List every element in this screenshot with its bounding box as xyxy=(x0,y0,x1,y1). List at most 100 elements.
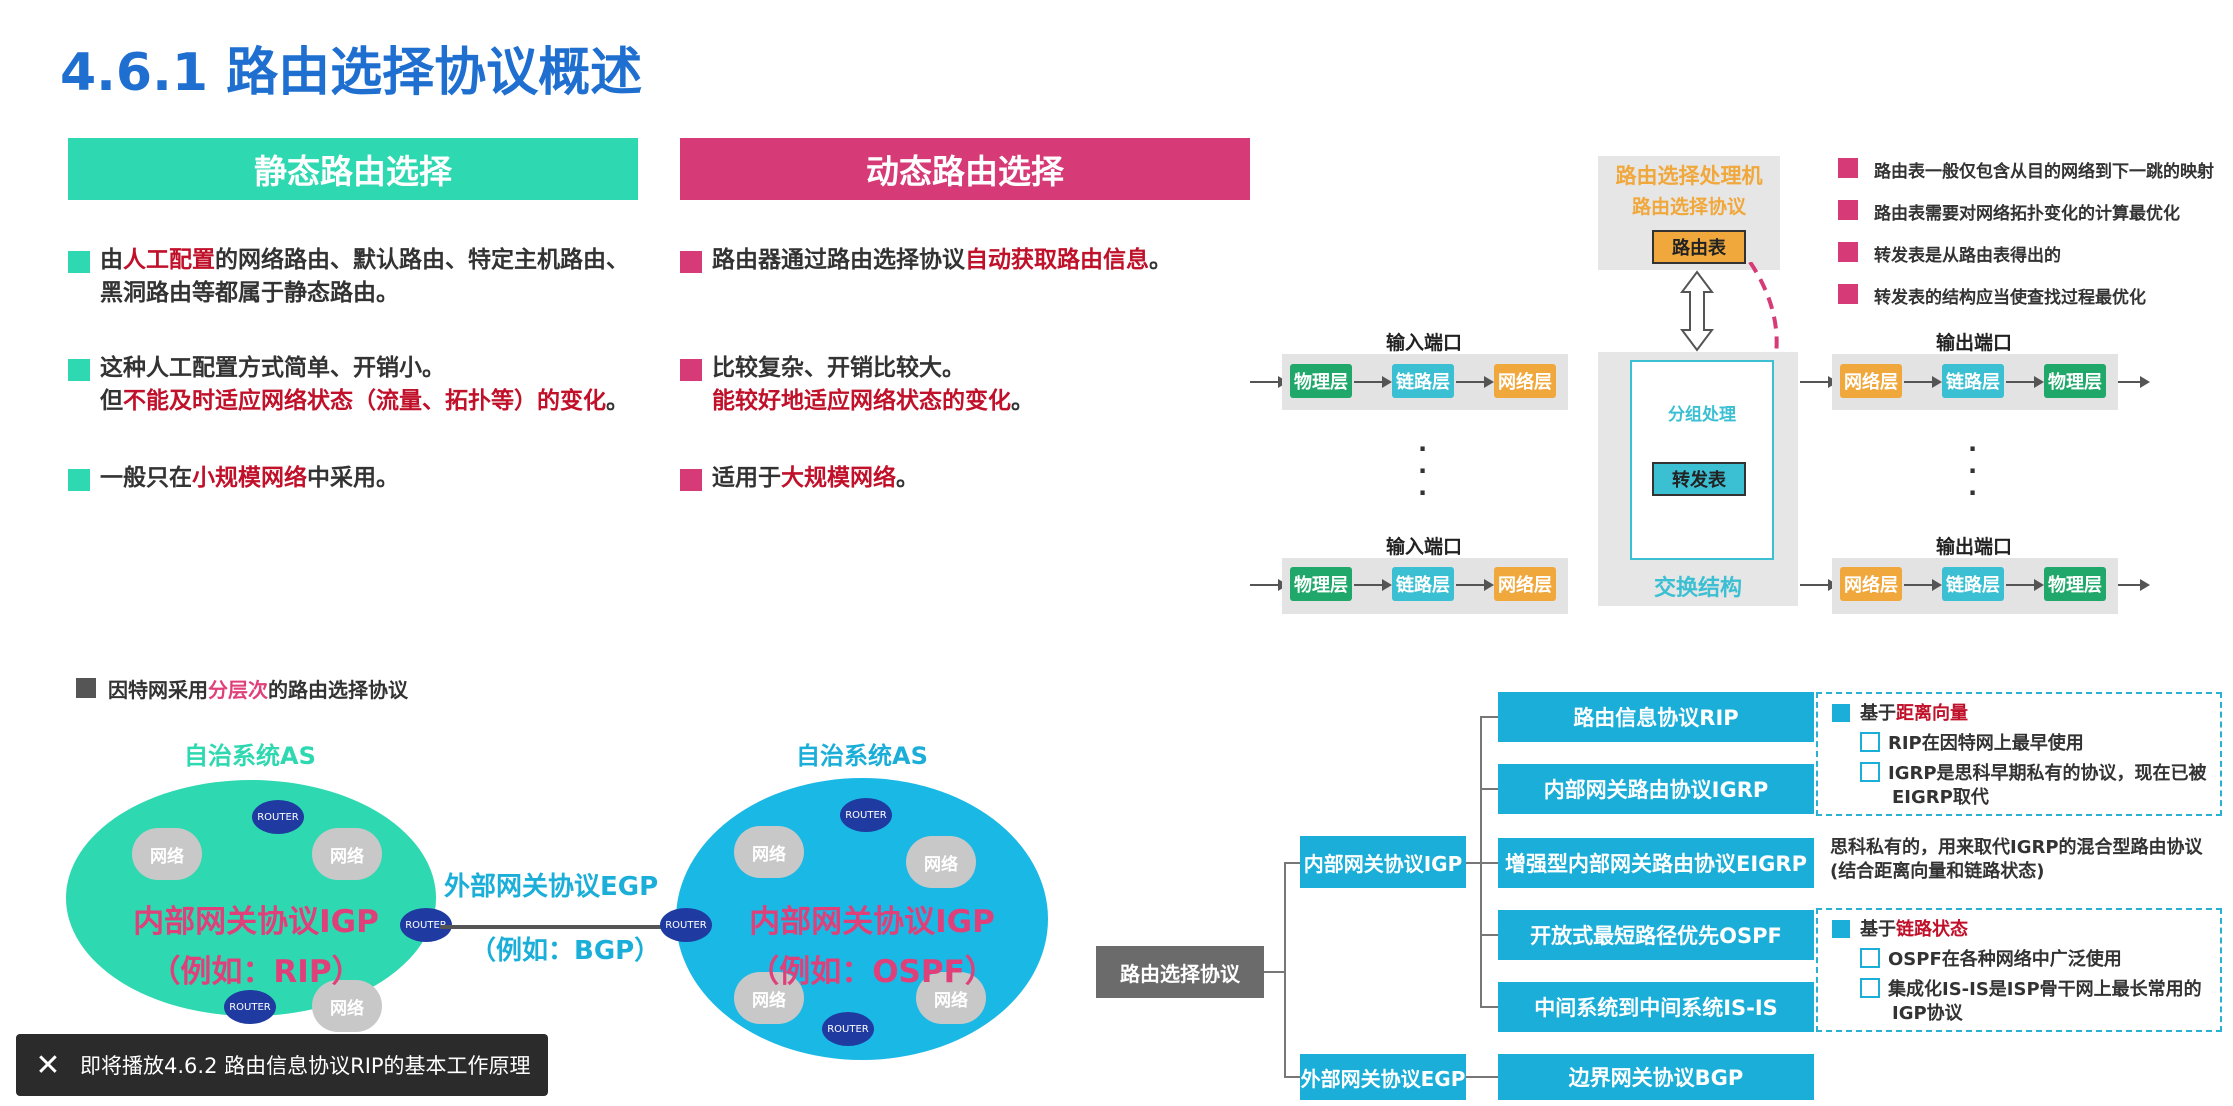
routing-processor-title: 路由选择处理机 xyxy=(1615,164,1763,188)
egp-node: 外部网关协议EGP xyxy=(1300,1054,1466,1100)
static-bullet-2: 这种人工配置方式简单、开销小。但不能及时适应网络状态（流量、拓扑等）的变化。 xyxy=(68,352,688,418)
bullet-square-icon xyxy=(1832,920,1850,938)
tree-connector xyxy=(1480,1006,1498,1008)
switch-fabric-label: 交换结构 xyxy=(1653,576,1742,601)
note-square-icon xyxy=(1838,200,1858,220)
bullet-square-icon xyxy=(1832,704,1850,722)
igp-left-example: （例如：RIP） xyxy=(149,954,363,990)
router-icon: ROUTER xyxy=(660,908,712,942)
eigrp-note-2: (结合距离向量和链路状态) xyxy=(1830,861,2045,882)
distance-vector-group xyxy=(1816,692,2222,816)
static-routing-header: 静态路由选择 xyxy=(68,138,638,200)
bullet-square-icon xyxy=(68,251,90,273)
packet-processing-label: 分组处理 xyxy=(1668,405,1736,425)
routing-protocol-root: 路由选择协议 xyxy=(1096,946,1264,998)
checkbox-icon xyxy=(1860,762,1880,782)
igp-left-label: 内部网关协议IGP xyxy=(133,904,379,940)
igp-right-example: （例如：OSPF） xyxy=(748,954,996,990)
output-port-label: 输出端口 xyxy=(1936,332,2013,354)
arrow-icon xyxy=(1800,579,1838,591)
network-cloud-icon: 网络 xyxy=(906,836,976,888)
note-square-icon xyxy=(1838,158,1858,178)
tree-connector xyxy=(1284,1076,1300,1078)
tree-connector xyxy=(1466,1076,1498,1078)
tree-connector xyxy=(1466,862,1480,864)
physical-layer: 物理层 xyxy=(1290,567,1352,601)
ls-item-1: OSPF在各种网络中广泛使用 xyxy=(1860,948,2122,972)
arrow-icon xyxy=(2006,579,2044,591)
close-icon[interactable]: ✕ xyxy=(35,1047,61,1083)
router-icon: ROUTER xyxy=(822,1012,874,1046)
egp-link-line xyxy=(440,925,666,929)
link-layer: 链路层 xyxy=(1942,364,2004,398)
arrow-icon xyxy=(1456,579,1494,591)
dv-item-2: IGRP是思科早期私有的协议，现在已被 xyxy=(1860,762,2207,786)
as-label-left: 自治系统AS xyxy=(184,742,316,770)
routing-protocol-label: 路由选择协议 xyxy=(1631,196,1746,218)
tree-connector xyxy=(1264,971,1284,973)
checkbox-icon xyxy=(1860,732,1880,752)
dv-item-2-cont: EIGRP取代 xyxy=(1892,787,1989,808)
eigrp-note-1: 思科私有的，用来取代IGRP的混合型路由协议 xyxy=(1830,837,2203,858)
arrow-icon xyxy=(1904,376,1942,388)
bullet-square-icon xyxy=(68,469,90,491)
ellipsis-dots: ··· xyxy=(1418,435,1428,507)
arrow-icon xyxy=(1354,376,1392,388)
egp-example: （例如：BGP） xyxy=(470,936,661,966)
arrow-icon xyxy=(1904,579,1942,591)
link-layer: 链路层 xyxy=(1392,567,1454,601)
isis-node: 中间系统到中间系统IS-IS xyxy=(1498,982,1814,1032)
tree-connector xyxy=(1480,934,1498,936)
network-layer: 网络层 xyxy=(1840,567,1902,601)
tree-connector xyxy=(1480,716,1482,1006)
tree-connector xyxy=(1480,862,1498,864)
forwarding-table: 转发表 xyxy=(1652,462,1746,496)
network-cloud-icon: 网络 xyxy=(132,828,202,880)
dynamic-bullet-3: 适用于大规模网络。 xyxy=(680,462,1280,495)
ls-item-2: 集成化IS-IS是ISP骨干网上最长常用的 xyxy=(1860,978,2202,1002)
tree-connector xyxy=(1480,788,1498,790)
arrow-icon xyxy=(1250,579,1288,591)
caption-square-icon xyxy=(76,678,96,698)
packet-processing-box xyxy=(1630,360,1774,560)
network-layer: 网络层 xyxy=(1494,364,1556,398)
network-cloud-icon: 网络 xyxy=(734,826,804,878)
input-port-label: 输入端口 xyxy=(1386,332,1463,354)
arrow-icon xyxy=(2006,376,2044,388)
router-note-1: 路由表一般仅包含从目的网络到下一跳的映射 xyxy=(1874,162,2214,182)
arrow-icon xyxy=(2118,376,2150,388)
bullet-square-icon xyxy=(680,469,702,491)
dynamic-bullet-2: 比较复杂、开销比较大。能较好地适应网络状态的变化。 xyxy=(680,352,1280,418)
tree-connector xyxy=(1284,862,1286,1078)
tree-connector xyxy=(1284,862,1300,864)
up-next-toast[interactable]: ✕ 即将播放4.6.2 路由信息协议RIP的基本工作原理 xyxy=(16,1034,548,1096)
up-next-text[interactable]: 即将播放4.6.2 路由信息协议RIP的基本工作原理 xyxy=(80,1054,531,1078)
physical-layer: 物理层 xyxy=(1290,364,1352,398)
note-square-icon xyxy=(1838,242,1858,262)
input-port-label: 输入端口 xyxy=(1386,536,1463,558)
dynamic-bullet-1: 路由器通过路由选择协议自动获取路由信息。 xyxy=(680,244,1280,277)
bgp-node: 边界网关协议BGP xyxy=(1498,1054,1814,1100)
link-layer: 链路层 xyxy=(1392,364,1454,398)
physical-layer: 物理层 xyxy=(2044,567,2106,601)
router-icon: ROUTER xyxy=(840,798,892,832)
page-title: 4.6.1 路由选择协议概述 xyxy=(60,43,643,103)
physical-layer: 物理层 xyxy=(2044,364,2106,398)
router-icon: ROUTER xyxy=(252,800,304,834)
network-cloud-icon: 网络 xyxy=(916,972,986,1024)
static-bullet-3: 一般只在小规模网络中采用。 xyxy=(68,462,668,495)
bullet-square-icon xyxy=(680,251,702,273)
static-bullet-1: 由人工配置的网络路由、默认路由、特定主机路由、黑洞路由等都属于静态路由。 xyxy=(68,244,668,310)
igp-node: 内部网关协议IGP xyxy=(1300,836,1466,888)
arrow-icon xyxy=(1354,579,1392,591)
eigrp-node: 增强型内部网关路由协议EIGRP xyxy=(1498,838,1814,888)
routing-table: 路由表 xyxy=(1652,230,1746,264)
checkbox-icon xyxy=(1860,978,1880,998)
network-cloud-icon: 网络 xyxy=(312,828,382,880)
link-layer: 链路层 xyxy=(1942,567,2004,601)
checkbox-icon xyxy=(1860,948,1880,968)
router-icon: ROUTER xyxy=(224,990,276,1024)
network-layer: 网络层 xyxy=(1494,567,1556,601)
igrp-node: 内部网关路由协议IGRP xyxy=(1498,764,1814,814)
ellipsis-dots: ··· xyxy=(1968,435,1978,507)
